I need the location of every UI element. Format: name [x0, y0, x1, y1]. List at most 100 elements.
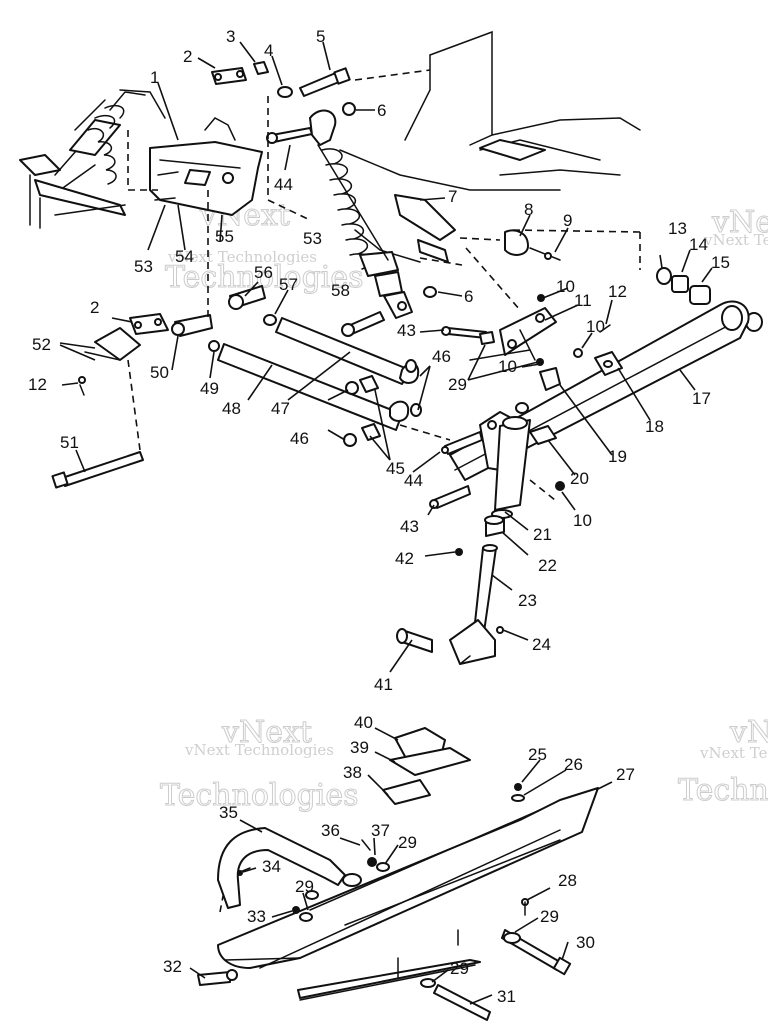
ski-fasteners	[197, 783, 572, 1021]
callout-25: 25	[528, 745, 547, 764]
watermark-line1-right: vNext	[711, 205, 768, 240]
callout-44-low: 44	[404, 471, 423, 490]
guide-lines	[127, 69, 556, 913]
callout-53-right: 53	[303, 229, 322, 248]
callout-5: 5	[316, 27, 325, 46]
callout-46-right: 46	[432, 347, 451, 366]
callout-22: 22	[538, 556, 557, 575]
callout-58: 58	[331, 281, 350, 300]
callout-18: 18	[645, 417, 664, 436]
callout-2-top: 2	[183, 47, 192, 66]
watermark-line2-mid-right: vNext Technologies	[699, 744, 768, 762]
callout-34: 34	[262, 857, 281, 876]
lower-arm-tubes	[217, 317, 422, 447]
lower-spindle	[396, 509, 513, 665]
top-fasteners	[211, 61, 356, 144]
callout-40: 40	[354, 713, 373, 732]
callout-6-top: 6	[377, 101, 386, 120]
watermark-line1-mid: vNext	[221, 715, 312, 750]
callout-15: 15	[711, 253, 730, 272]
callout-12-left: 12	[28, 375, 47, 394]
callout-13: 13	[668, 219, 687, 238]
watermark-line2: vNext Technologies	[167, 248, 317, 266]
callout-3: 3	[226, 27, 235, 46]
callout-10-bottom: 10	[573, 511, 592, 530]
left-shock-absorber	[19, 89, 166, 229]
callout-27: 27	[616, 765, 635, 784]
callout-47: 47	[271, 399, 290, 418]
watermark-line2-mid: vNext Technologies	[184, 741, 334, 759]
callout-48: 48	[222, 399, 241, 418]
left-fasteners	[51, 171, 437, 489]
callout-54: 54	[175, 247, 194, 266]
callout-2-left: 2	[90, 298, 99, 317]
upper-bracket	[149, 117, 263, 216]
callout-52: 52	[32, 335, 51, 354]
callout-29-ski-right: 29	[540, 907, 559, 926]
callout-32: 32	[163, 957, 182, 976]
callout-24: 24	[532, 635, 551, 654]
watermark-middle: vNext vNext Technologies Technologies	[160, 715, 360, 814]
callout-55: 55	[215, 227, 234, 246]
watermark-line2-right: vNext Technologies	[703, 231, 768, 249]
callout-21: 21	[533, 525, 552, 544]
callout-9: 9	[563, 211, 572, 230]
callout-29-top: 29	[448, 375, 467, 394]
callout-44-top: 44	[274, 175, 293, 194]
callout-39: 39	[350, 738, 369, 757]
callout-41: 41	[374, 675, 393, 694]
watermark-line3-mid: Technologies	[160, 778, 359, 813]
callout-17: 17	[692, 389, 711, 408]
callout-45-top: 45	[386, 459, 405, 478]
callout-6-mid: 6	[464, 287, 473, 306]
callout-29-ski-top: 29	[398, 833, 417, 852]
callout-7: 7	[448, 187, 457, 206]
right-pivot-parts	[509, 229, 763, 332]
callout-4: 4	[264, 41, 273, 60]
upper-link-parts	[394, 194, 561, 263]
watermark-top-right: vNext vNext Technologies	[703, 205, 768, 250]
callout-23: 23	[518, 591, 537, 610]
arm-bracket-parts	[529, 351, 623, 445]
callout-26: 26	[564, 755, 583, 774]
callout-10-top: 10	[556, 277, 575, 296]
callout-51: 51	[60, 433, 79, 452]
callout-28: 28	[558, 871, 577, 890]
ski	[217, 787, 599, 1001]
callout-36: 36	[321, 821, 340, 840]
callout-57: 57	[279, 275, 298, 294]
callout-19: 19	[608, 447, 627, 466]
callout-50: 50	[150, 363, 169, 382]
watermark-middle-right: vNext vNext Technologies Technologies	[678, 715, 768, 809]
ski-saddle	[382, 727, 471, 805]
callout-30: 30	[576, 933, 595, 952]
callout-12-right: 12	[608, 282, 627, 301]
callout-20: 20	[570, 469, 589, 488]
watermark-line3-mid-right: Technologies	[678, 773, 768, 808]
chassis-frame	[339, 30, 641, 263]
callout-46-left: 46	[290, 429, 309, 448]
leader-lines	[59, 41, 713, 1005]
watermark-line3: Technologies	[165, 260, 364, 295]
callout-43-low: 43	[400, 517, 419, 536]
callout-37: 37	[371, 821, 390, 840]
callout-1: 1	[150, 68, 159, 87]
watermark-line1-mid-right: vNext	[729, 715, 768, 750]
spindle-housing	[429, 402, 565, 511]
callout-53-left: 53	[134, 257, 153, 276]
callout-10-mid: 10	[586, 317, 605, 336]
callout-labels: 1 2 3 4 5 6 44 7 8 9 55 53 53 54 13 14 1…	[28, 27, 730, 1006]
callout-38: 38	[343, 763, 362, 782]
callout-35: 35	[219, 803, 238, 822]
front-shock-absorber	[309, 109, 413, 319]
callout-29-ski-low: 29	[450, 959, 469, 978]
callout-29-loop: 29	[295, 877, 314, 896]
callout-49: 49	[200, 379, 219, 398]
callout-8: 8	[524, 200, 533, 219]
callout-56: 56	[254, 263, 273, 282]
callout-31: 31	[497, 987, 516, 1006]
callout-42: 42	[395, 549, 414, 568]
callout-14: 14	[689, 235, 708, 254]
callout-43-top: 43	[397, 321, 416, 340]
